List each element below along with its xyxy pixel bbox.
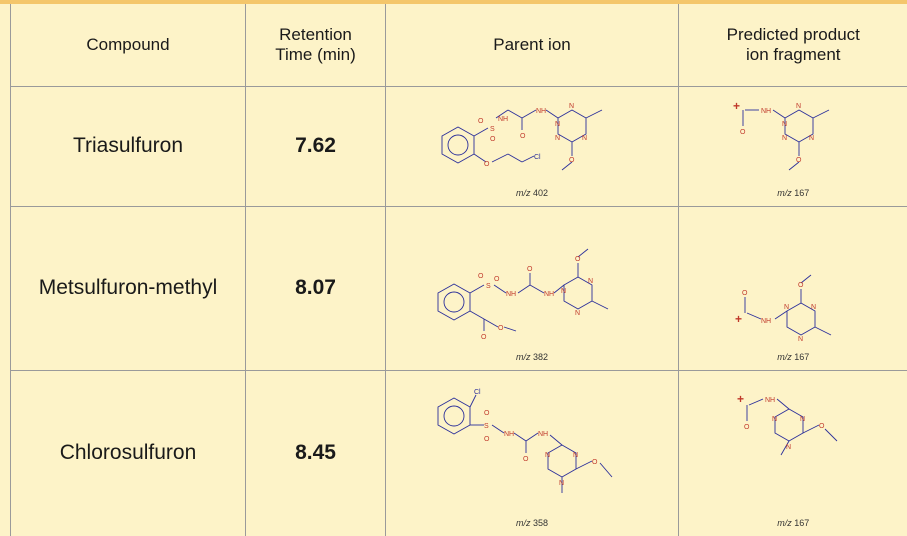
svg-text:NH: NH xyxy=(498,116,508,123)
header-parent-ion: Parent ion xyxy=(385,4,679,87)
chlorosulfuron-structure-icon: Cl O S O NH O NH N N N O xyxy=(437,389,613,494)
parent-ion-structure: O S O NH O O NH Cl N N N N O m/z 402 xyxy=(385,85,679,207)
svg-text:N: N xyxy=(800,416,805,423)
svg-text:NH: NH xyxy=(506,291,516,298)
retention-time: 8.07 xyxy=(245,205,386,371)
fragment-mz: m/z 167 xyxy=(777,187,810,198)
svg-text:N: N xyxy=(569,103,574,110)
svg-text:NH: NH xyxy=(544,291,554,298)
retention-time: 8.45 xyxy=(245,369,386,536)
table-row: Metsulfuron-methyl 8.07 xyxy=(10,205,907,371)
svg-text:N: N xyxy=(588,278,593,285)
svg-text:O: O xyxy=(484,161,490,168)
svg-text:N: N xyxy=(786,444,791,451)
table-row: Chlorosulfuron 8.45 Cl xyxy=(10,369,907,536)
table-row: Triasulfuron 7.62 xyxy=(10,85,907,207)
svg-text:NH: NH xyxy=(761,318,771,325)
svg-text:Cl: Cl xyxy=(474,389,481,396)
compound-name: Chlorosulfuron xyxy=(10,369,246,536)
fragment-structure-icon: + O NH N N N N O xyxy=(733,99,830,171)
svg-text:O: O xyxy=(498,325,504,332)
parent-mz: m/z 402 xyxy=(515,187,549,198)
parent-ion-structure: O S O NH O O O NH N N N O m/z 382 xyxy=(385,205,679,371)
svg-text:NH: NH xyxy=(536,108,546,115)
compound-name: Triasulfuron xyxy=(10,85,246,207)
svg-text:N: N xyxy=(555,121,560,128)
fragment-structure-icon: + O NH N N N O xyxy=(737,392,838,456)
fragment-structure: O + NH N N N O m/z 167 xyxy=(678,205,907,371)
fragment-structure: + O NH N N N O m/z 167 xyxy=(678,369,907,536)
svg-text:O: O xyxy=(494,276,500,283)
svg-text:N: N xyxy=(811,304,816,311)
compound-name: Metsulfuron-methyl xyxy=(10,205,246,371)
svg-text:N: N xyxy=(798,336,803,343)
svg-text:O: O xyxy=(592,459,598,466)
svg-text:O: O xyxy=(744,424,750,431)
svg-text:O: O xyxy=(569,157,575,164)
svg-text:N: N xyxy=(782,121,787,128)
svg-text:S: S xyxy=(486,283,491,290)
compound-table: Compound Retention Time (min) Parent ion… xyxy=(10,4,907,536)
triasulfuron-structure-icon: O S O NH O O NH Cl N N N N O xyxy=(441,103,603,171)
svg-text:NH: NH xyxy=(761,108,771,115)
svg-text:O: O xyxy=(490,136,496,143)
svg-text:+: + xyxy=(737,392,744,406)
svg-text:N: N xyxy=(796,103,801,110)
svg-text:N: N xyxy=(545,452,550,459)
retention-time: 7.62 xyxy=(245,85,386,207)
top-rule xyxy=(0,0,907,4)
svg-text:N: N xyxy=(561,288,566,295)
header-compound: Compound xyxy=(10,4,246,87)
svg-text:O: O xyxy=(520,133,526,140)
fragment-structure: + O NH N N N N O m/z 167 xyxy=(678,85,907,207)
svg-text:O: O xyxy=(740,129,746,136)
fragment-mz: m/z 167 xyxy=(777,518,810,528)
svg-text:+: + xyxy=(735,312,742,326)
svg-text:S: S xyxy=(490,126,495,133)
svg-text:N: N xyxy=(784,304,789,311)
svg-text:O: O xyxy=(481,334,487,341)
svg-text:O: O xyxy=(523,456,529,463)
svg-text:O: O xyxy=(478,118,484,125)
svg-text:O: O xyxy=(796,157,802,164)
parent-ion-structure: Cl O S O NH O NH N N N O m/z 358 xyxy=(385,369,679,536)
svg-text:N: N xyxy=(575,310,580,317)
fragment-structure-icon: O + NH N N N O xyxy=(735,274,832,343)
svg-text:N: N xyxy=(559,480,564,487)
svg-text:NH: NH xyxy=(765,397,775,404)
metsulfuron-methyl-structure-icon: O S O NH O O O NH N N N O xyxy=(437,248,609,341)
svg-text:N: N xyxy=(573,452,578,459)
parent-mz: m/z 382 xyxy=(515,351,549,362)
svg-text:N: N xyxy=(782,135,787,142)
svg-text:+: + xyxy=(733,99,740,113)
svg-text:O: O xyxy=(575,256,581,263)
svg-text:O: O xyxy=(527,266,533,273)
svg-text:N: N xyxy=(809,135,814,142)
svg-text:O: O xyxy=(819,423,825,430)
svg-text:O: O xyxy=(478,273,484,280)
svg-text:O: O xyxy=(742,290,748,297)
svg-text:NH: NH xyxy=(538,431,548,438)
svg-text:S: S xyxy=(484,423,489,430)
svg-text:N: N xyxy=(555,135,560,142)
svg-text:NH: NH xyxy=(504,431,514,438)
svg-text:O: O xyxy=(484,410,490,417)
header-row: Compound Retention Time (min) Parent ion… xyxy=(10,4,907,87)
svg-text:N: N xyxy=(772,416,777,423)
header-fragment: Predicted product ion fragment xyxy=(678,4,907,87)
svg-text:O: O xyxy=(798,282,804,289)
svg-text:Cl: Cl xyxy=(534,154,541,161)
svg-text:O: O xyxy=(484,436,490,443)
header-retention-time: Retention Time (min) xyxy=(245,4,386,87)
svg-text:N: N xyxy=(582,135,587,142)
parent-mz: m/z 358 xyxy=(515,518,549,528)
fragment-mz: m/z 167 xyxy=(777,351,810,362)
